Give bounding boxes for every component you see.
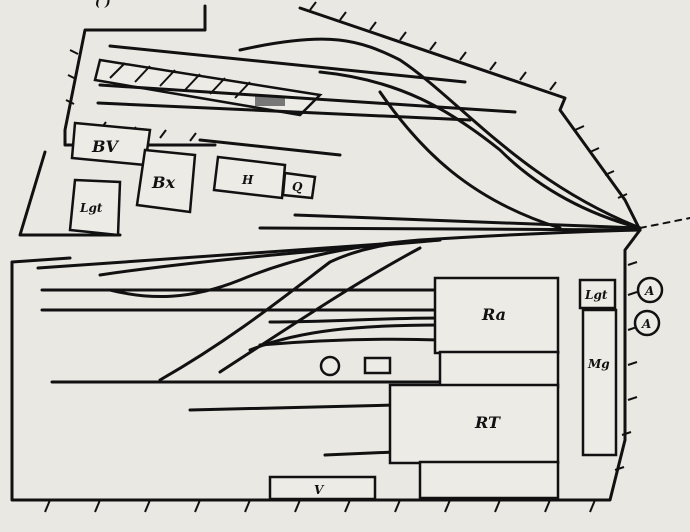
building-v: V [268, 475, 377, 501]
building-lgt-right: Lgt [578, 278, 617, 310]
yard-curve-1 [108, 238, 422, 299]
label-v: V [314, 483, 325, 497]
yard-curve-4 [248, 323, 442, 352]
label-q: Q [292, 180, 303, 194]
yard-curve-2 [158, 238, 432, 382]
building-q: Q [281, 171, 317, 200]
yard-curve-6 [268, 316, 442, 324]
label-bx: Bx [151, 173, 176, 192]
turntable-icon [319, 355, 341, 377]
building-bx: Bx [135, 148, 197, 214]
label-ra: Ra [481, 305, 506, 324]
marker-a-2: A [633, 309, 661, 337]
yard-track-5 [188, 403, 397, 412]
upper-curve-2 [318, 70, 642, 230]
embankment-hatching [44, 1, 638, 513]
caption-fragment: ( ) [95, 0, 111, 9]
building-bv: BV [70, 121, 152, 167]
small-hut [363, 356, 392, 375]
diag-connector [418, 228, 642, 242]
upper-track-2 [98, 83, 517, 114]
building-rt-lower [418, 460, 560, 500]
label-h: H [241, 173, 254, 187]
label-lgt-left: Lgt [79, 201, 103, 215]
label-mg: Mg [587, 357, 610, 371]
building-mg: Mg [581, 308, 618, 457]
yard-curve-3 [218, 246, 422, 374]
building-rt-upper [438, 350, 560, 389]
upper-curve-1 [238, 37, 642, 230]
building-lgt-left: Lgt [68, 178, 122, 237]
upper-track-3 [96, 101, 472, 122]
svg-text:A: A [644, 284, 654, 298]
label-rt: RT [474, 413, 501, 432]
mainline-upper [293, 213, 642, 230]
yard-track-6 [323, 450, 397, 457]
upper-platform [93, 58, 323, 117]
marker-a-1: A [636, 276, 664, 304]
label-lgt-right: Lgt [584, 288, 608, 302]
building-h: H [212, 155, 287, 200]
building-ra: Ra [433, 276, 560, 355]
upper-track-4 [198, 138, 342, 157]
left-wall [18, 150, 122, 237]
upper-tracks [96, 37, 690, 242]
upper-track-1 [108, 44, 467, 84]
upper-curve-3 [378, 90, 562, 230]
lower-tracks [36, 238, 560, 457]
building-rt: RT [388, 383, 560, 465]
line-exit [639, 217, 690, 229]
label-bv: BV [91, 137, 120, 156]
upper-right-embankment [298, 6, 642, 232]
yard-curve-5 [258, 337, 442, 347]
svg-text:A: A [641, 317, 651, 331]
mainline [258, 226, 642, 232]
